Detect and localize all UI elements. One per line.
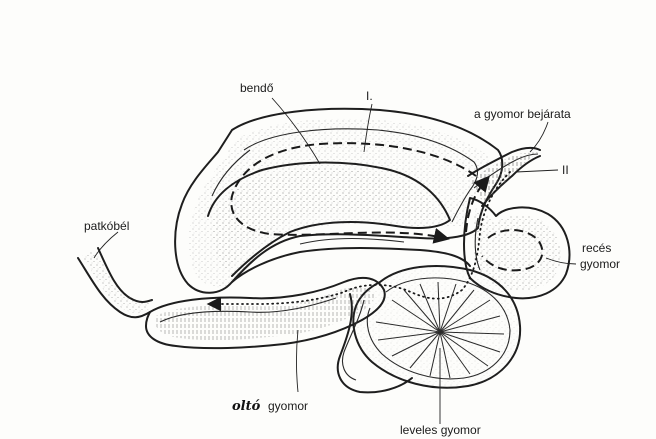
leader-path-two <box>516 170 558 172</box>
label-path-two: II <box>562 163 569 177</box>
label-reticulum-line2: gyomor <box>580 257 620 271</box>
label-small-intestine: patkóbél <box>84 219 129 233</box>
label-omasum: leveles gyomor <box>400 423 481 437</box>
label-abomasum-suffix: gyomor <box>268 399 308 413</box>
leader-abomasum <box>297 330 299 392</box>
omasum <box>353 266 520 388</box>
label-abomasum-prefix: oltó <box>232 399 261 414</box>
label-entrance: a gyomor bejárata <box>474 107 571 121</box>
small-intestine <box>78 248 152 317</box>
rumen <box>175 109 502 293</box>
label-path-one: I. <box>366 89 373 103</box>
label-reticulum-line1: recés <box>582 241 611 255</box>
label-rumen: bendő <box>240 81 274 95</box>
